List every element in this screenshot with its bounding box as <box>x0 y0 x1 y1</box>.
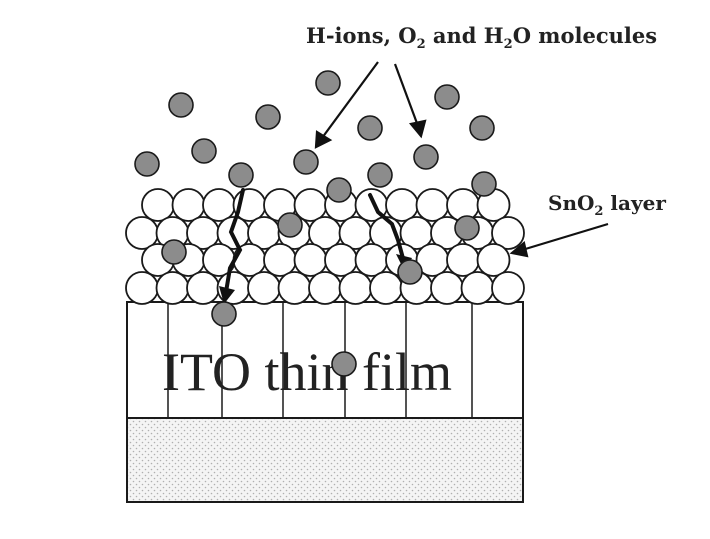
gas-molecule <box>315 70 341 96</box>
sno2-grain <box>125 271 159 305</box>
gas-molecule <box>471 171 497 197</box>
gas-molecule <box>454 215 480 241</box>
sno2-label-part: layer <box>603 191 666 215</box>
gas-molecule <box>134 151 160 177</box>
substrate <box>126 417 524 503</box>
sno2-grain <box>446 243 480 277</box>
gases-label: H-ions, O2 and H2O molecules <box>306 23 657 52</box>
gas-molecule <box>293 149 319 175</box>
gas-molecule <box>367 162 393 188</box>
sno2-grain <box>263 243 297 277</box>
gas-molecule <box>255 104 281 130</box>
gas-molecule <box>277 212 303 238</box>
sno2-grain <box>415 188 450 222</box>
sno2-label-sub: 2 <box>594 204 603 219</box>
sno2-grain <box>277 271 312 305</box>
sno2-grain <box>202 188 236 222</box>
sno2-grain <box>369 271 403 305</box>
sno2-grain <box>354 243 389 277</box>
gas-molecule <box>326 177 352 203</box>
sno2-grain <box>308 271 342 305</box>
gas-molecule <box>191 138 217 164</box>
sno2-grain <box>385 188 419 222</box>
sno2-grain <box>460 271 495 305</box>
gas-molecule <box>397 259 423 285</box>
pointer-arrows <box>314 61 609 258</box>
sno2-grain <box>338 271 373 305</box>
sno2-grains <box>125 188 525 305</box>
gas-molecule <box>413 144 439 170</box>
sno2-grain <box>430 271 464 305</box>
gas-molecule <box>469 115 495 141</box>
gas-molecule <box>357 115 383 141</box>
gases-label-part: H-ions, O <box>306 23 417 48</box>
gas-molecules <box>134 70 497 377</box>
sno2-grain <box>491 271 525 305</box>
gas-molecule <box>168 92 194 118</box>
sno2-label: SnO2 layer <box>548 191 666 219</box>
sno2-grain <box>324 243 358 277</box>
gases-label-sub: 2 <box>504 37 513 52</box>
gas-molecule <box>211 301 237 327</box>
sno2-grain <box>476 243 511 277</box>
gas-molecule <box>161 239 187 265</box>
sno2-grain <box>491 216 525 250</box>
gases-label-sub: 2 <box>417 37 426 52</box>
sno2-grain <box>293 188 328 222</box>
gas-molecule <box>228 162 254 188</box>
sno2-grain <box>186 271 220 305</box>
ito-label: ITO thin film <box>162 342 452 402</box>
sno2-grain <box>141 188 175 222</box>
gas-molecule <box>434 84 460 110</box>
sno2-label-part: SnO <box>548 191 594 215</box>
sno2-grain <box>293 243 328 277</box>
sno2-grain <box>247 271 281 305</box>
crack-paths <box>224 188 406 294</box>
gas-molecule <box>331 351 357 377</box>
gases-label-part: and H <box>426 23 504 48</box>
sno2-grain <box>171 188 206 222</box>
gases-label-part: O molecules <box>513 23 657 48</box>
sno2-grain <box>155 271 190 305</box>
ito-film <box>126 301 524 419</box>
